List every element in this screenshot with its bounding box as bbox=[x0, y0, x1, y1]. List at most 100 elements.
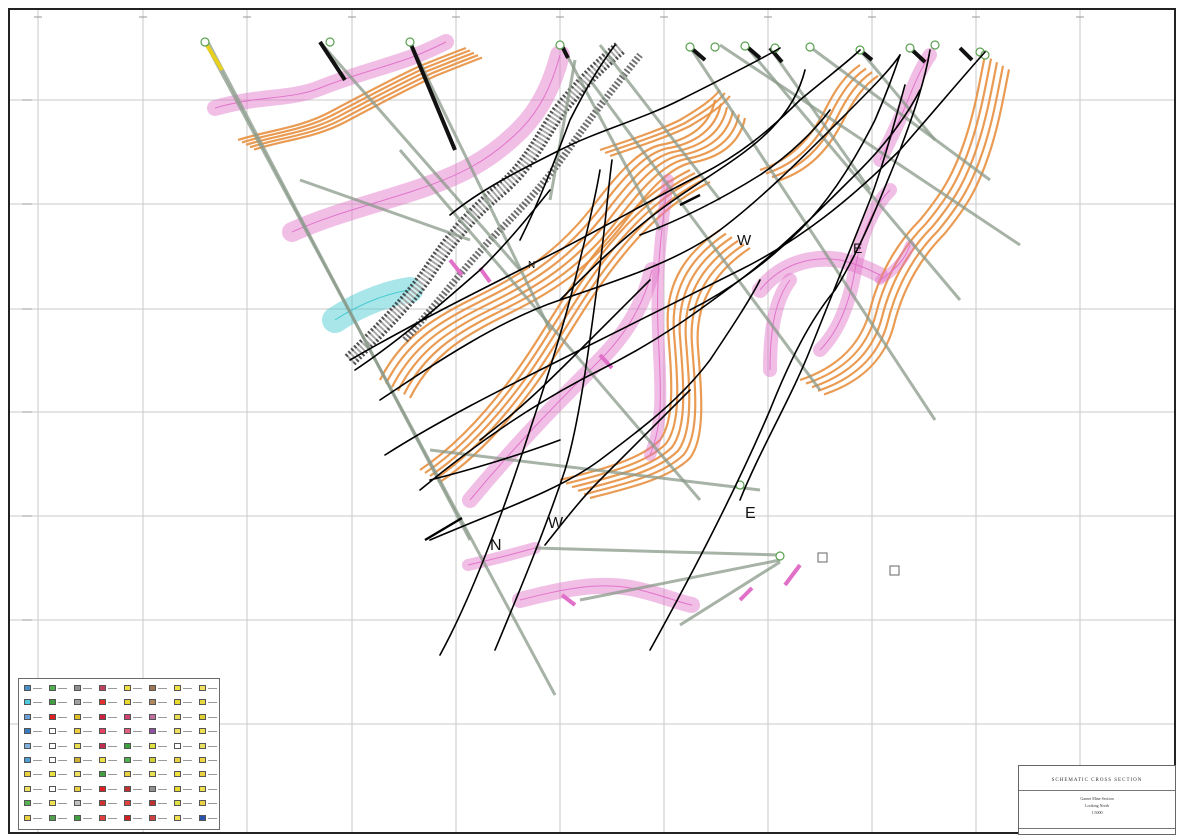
fault-line-8 bbox=[429, 279, 761, 541]
legend-swatch-label bbox=[208, 745, 217, 747]
drillhole-trace bbox=[719, 43, 1021, 247]
orange-unit-east bbox=[799, 54, 987, 382]
drillhole-collar bbox=[685, 42, 695, 52]
fault-line-14 bbox=[479, 279, 651, 441]
legend-swatch-label bbox=[208, 774, 217, 776]
legend-swatch bbox=[124, 814, 131, 821]
legend-swatch-label bbox=[83, 788, 92, 790]
legend-swatch bbox=[149, 699, 156, 706]
legend-swatch-label bbox=[83, 817, 92, 819]
orange-unit-top-left bbox=[237, 46, 467, 142]
legend-swatch-label bbox=[183, 688, 192, 689]
legend-swatch-label bbox=[33, 803, 42, 805]
legend-swatch-label bbox=[158, 803, 167, 805]
drillhole-trace bbox=[688, 46, 937, 421]
legend-swatch bbox=[99, 757, 106, 763]
legend-swatch bbox=[74, 814, 81, 821]
legend-swatch bbox=[74, 699, 81, 706]
legend-swatch-label bbox=[133, 716, 142, 718]
legend-swatch bbox=[174, 800, 181, 807]
orange-unit-top-left bbox=[241, 49, 471, 144]
orange-unit-top-left bbox=[245, 51, 475, 146]
legend-swatch bbox=[124, 713, 131, 720]
fault-line-12 bbox=[639, 109, 831, 236]
legend-swatch bbox=[99, 800, 106, 807]
drillhole-collar bbox=[775, 551, 785, 561]
legend-swatch-label bbox=[33, 788, 42, 790]
legend-swatch bbox=[124, 685, 131, 691]
legend-swatch bbox=[99, 742, 106, 749]
legend-swatch-label bbox=[208, 788, 217, 790]
drillhole-collar bbox=[405, 37, 415, 47]
legend-swatch-label bbox=[183, 760, 192, 761]
legend-swatch-label bbox=[58, 760, 67, 761]
legend-swatch bbox=[49, 728, 56, 735]
drillhole-collar-segment bbox=[958, 46, 974, 62]
drillhole-collar bbox=[710, 42, 720, 52]
legend-swatch bbox=[199, 685, 206, 691]
fault-label-w-lower: W bbox=[548, 515, 564, 532]
fault-line-15 bbox=[354, 189, 551, 371]
legend-swatch-label bbox=[108, 716, 117, 718]
legend-swatch bbox=[199, 757, 206, 763]
legend-swatch bbox=[49, 699, 56, 706]
legend-swatch-label bbox=[108, 788, 117, 790]
orange-unit-east bbox=[805, 58, 993, 385]
legend-swatch bbox=[99, 728, 106, 735]
legend-swatch bbox=[99, 771, 106, 778]
legend-swatch bbox=[174, 728, 181, 735]
orange-unit-right-limb bbox=[559, 229, 721, 482]
legend-swatch-label bbox=[108, 702, 117, 704]
drillhole-trace bbox=[809, 45, 991, 182]
legend-swatch-label bbox=[208, 688, 217, 689]
legend-swatch bbox=[24, 814, 31, 821]
legend-swatch-label bbox=[108, 817, 117, 819]
fault-line-1 bbox=[439, 169, 601, 656]
fault-label-e-lower: E bbox=[745, 505, 756, 522]
orange-unit-right-limb bbox=[571, 236, 733, 489]
legend-swatch-label bbox=[208, 716, 217, 718]
orange-unit-top-center bbox=[604, 92, 726, 155]
legend-swatch bbox=[199, 728, 206, 735]
fault-line-18 bbox=[429, 439, 561, 481]
drillhole-collar bbox=[325, 37, 335, 47]
legend-swatch-label bbox=[183, 788, 192, 790]
legend-swatch bbox=[24, 785, 31, 792]
map-border bbox=[8, 8, 1176, 834]
legend-swatch bbox=[149, 757, 156, 763]
legend-swatch-label bbox=[183, 731, 192, 733]
legend-swatch-label bbox=[83, 688, 92, 689]
orange-unit-east bbox=[817, 65, 1005, 392]
drillhole-trace bbox=[679, 560, 781, 627]
orange-unit-central-fold bbox=[403, 114, 741, 395]
drillhole-trace bbox=[534, 546, 781, 557]
pink-unit-right-hook-outline bbox=[759, 258, 881, 291]
drillhole-trace bbox=[768, 47, 872, 191]
legend-swatch bbox=[199, 814, 206, 821]
fault-label-n-upper: N bbox=[528, 260, 535, 271]
legend-swatch bbox=[99, 814, 106, 821]
legend-swatch bbox=[99, 785, 106, 792]
legend-swatch bbox=[174, 771, 181, 778]
legend-swatch bbox=[74, 757, 81, 763]
legend-swatch bbox=[24, 771, 31, 778]
drillhole-trace bbox=[548, 59, 577, 201]
legend-swatch-label bbox=[83, 716, 92, 718]
legend-swatch-label bbox=[208, 702, 217, 704]
legend-swatch-label bbox=[158, 731, 167, 733]
legend-swatch-label bbox=[83, 803, 92, 805]
legend-swatch-label bbox=[158, 716, 167, 718]
legend-swatch-label bbox=[58, 716, 67, 718]
legend-swatch-label bbox=[183, 716, 192, 718]
title-block-line-2: Garnet Mine Section bbox=[1080, 796, 1114, 801]
legend-swatch-label bbox=[133, 817, 142, 819]
legend-swatch bbox=[74, 713, 81, 720]
legend-swatch bbox=[149, 785, 156, 792]
legend-swatch bbox=[124, 771, 131, 778]
drillhole-trace bbox=[398, 149, 702, 501]
drillhole-collar bbox=[930, 40, 940, 50]
legend-swatch-label bbox=[183, 817, 192, 819]
legend-swatch bbox=[199, 713, 206, 720]
orange-unit-east bbox=[823, 69, 1011, 396]
